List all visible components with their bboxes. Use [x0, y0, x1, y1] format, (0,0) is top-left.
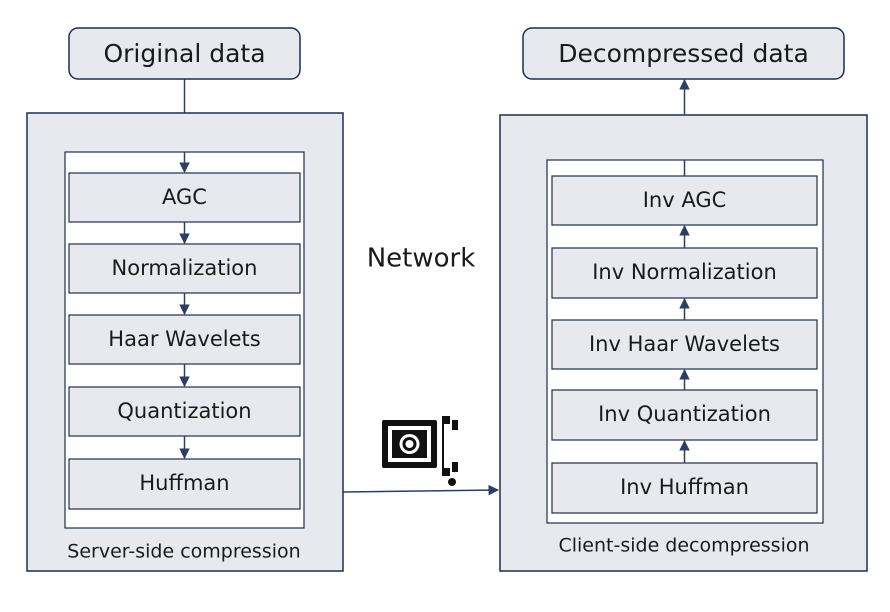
server-step-label: Quantization [117, 399, 251, 423]
client-step-inv-quantization: Inv Quantization [551, 389, 818, 441]
client-step-inv-agc: Inv AGC [551, 175, 818, 226]
server-step-normalization: Normalization [68, 243, 301, 294]
client-step-label: Inv Normalization [592, 260, 777, 284]
original-data-node: Original data [68, 27, 301, 80]
server-caption: Server-side compression [67, 541, 300, 563]
client-step-inv-haar-wavelets: Inv Haar Wavelets [551, 319, 818, 370]
network-label: Network [367, 244, 476, 274]
decompressed-data-label: Decompressed data [558, 39, 809, 68]
server-step-label: Haar Wavelets [108, 327, 260, 351]
client-step-label: Inv AGC [643, 188, 727, 212]
file-compression-clamp-icon [382, 416, 458, 486]
original-data-label: Original data [103, 39, 265, 68]
client-step-label: Inv Quantization [598, 402, 771, 426]
network-arrow [342, 484, 500, 496]
client-step-label: Inv Haar Wavelets [589, 332, 780, 356]
server-step-label: Huffman [139, 471, 229, 495]
client-step-label: Inv Huffman [620, 475, 749, 499]
client-step-inv-normalization: Inv Normalization [551, 247, 818, 299]
client-step-inv-huffman: Inv Huffman [551, 462, 818, 514]
server-step-huffman: Huffman [68, 458, 301, 510]
server-step-quantization: Quantization [68, 386, 301, 437]
decompressed-data-node: Decompressed data [522, 27, 845, 80]
server-step-haar-wavelets: Haar Wavelets [68, 314, 301, 365]
client-caption: Client-side decompression [558, 535, 809, 557]
server-step-label: AGC [162, 185, 207, 209]
server-step-label: Normalization [112, 256, 258, 280]
server-step-agc: AGC [68, 172, 301, 223]
